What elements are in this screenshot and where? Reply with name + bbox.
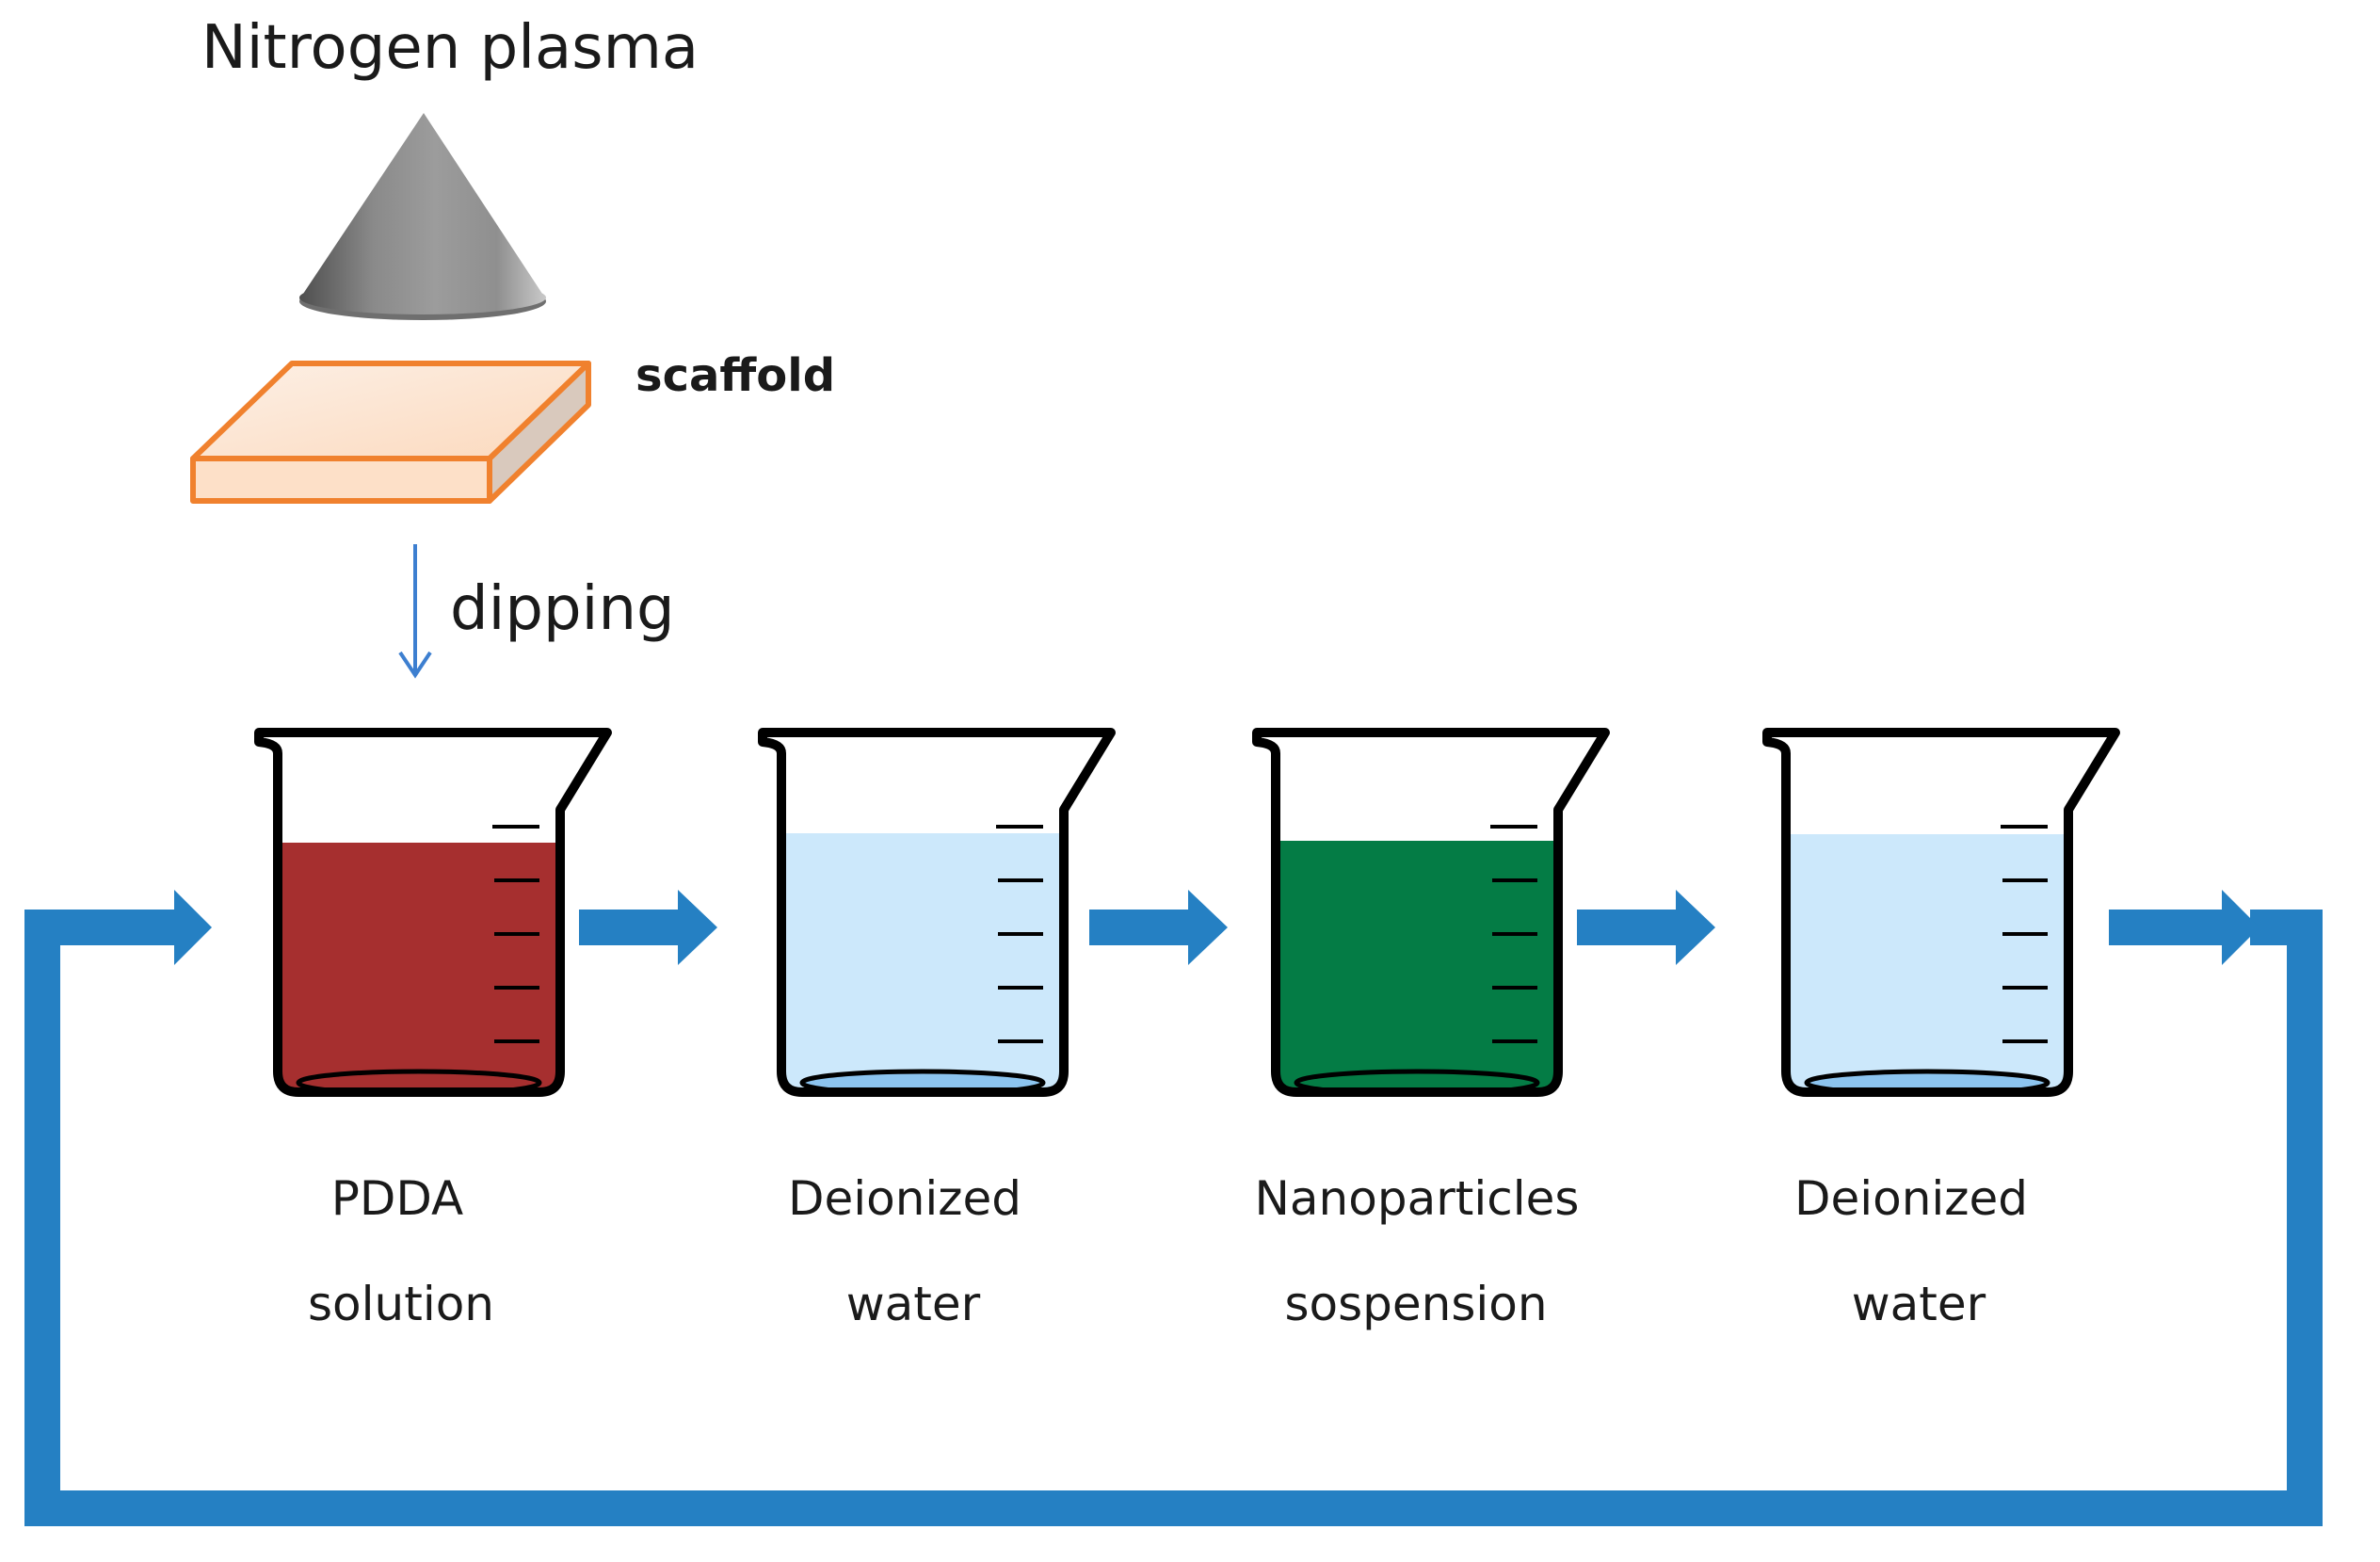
beaker-2-icon <box>758 728 1116 1097</box>
scaffold-label: scaffold <box>635 349 835 402</box>
step-2-label-line1: Deionized <box>788 1171 1021 1226</box>
title-nitrogen-plasma: Nitrogen plasma <box>201 13 699 83</box>
cycle-loop-arrow <box>24 910 2323 1526</box>
plasma-cone-icon <box>299 113 546 320</box>
step-2-label-line2: water <box>846 1277 981 1331</box>
step-1-label-line2: solution <box>308 1277 494 1331</box>
loop-arrowhead-icon <box>174 890 212 965</box>
flow-arrow-1-icon <box>579 890 717 965</box>
dipping-label: dipping <box>450 574 675 644</box>
step-3-label-line2: sospension <box>1284 1277 1547 1331</box>
step-4-label-line1: Deionized <box>1794 1171 2028 1226</box>
beakers-group <box>254 728 2120 1097</box>
scaffold-block-icon <box>190 361 591 504</box>
step-3-label-line1: Nanoparticles <box>1255 1171 1580 1226</box>
flow-arrow-2-icon <box>1089 890 1228 965</box>
beaker-3-icon <box>1252 728 1610 1097</box>
beaker-4-icon <box>1762 728 2120 1097</box>
flow-arrow-3-icon <box>1577 890 1715 965</box>
dipping-arrow-icon <box>398 544 432 679</box>
flow-arrow-4-icon <box>2109 890 2259 965</box>
step-1-label-line1: PDDA <box>331 1171 463 1226</box>
step-4-label-line2: water <box>1852 1277 1986 1331</box>
beaker-1-icon <box>254 728 612 1097</box>
